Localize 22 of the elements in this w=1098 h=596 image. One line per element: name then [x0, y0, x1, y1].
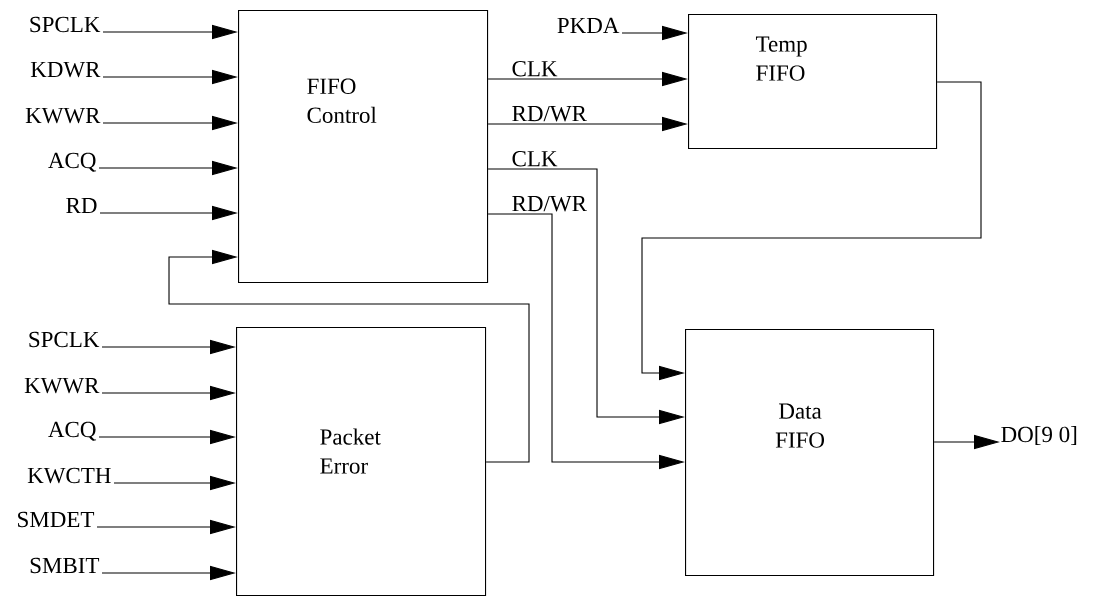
- signal-name: DO[9 0]: [1001, 426, 1077, 446]
- signal-name: KWCTH: [27, 467, 111, 484]
- signal-name: ACQ: [48, 152, 97, 172]
- block-box: Temp FIFO: [688, 14, 938, 150]
- signal-name: RD: [66, 197, 97, 214]
- edge-label: RD/WR: [512, 195, 587, 212]
- signal-name: SPCLK: [30, 16, 101, 33]
- signal-name: SMDET: [18, 511, 95, 528]
- signal-name: SPCLK: [29, 331, 100, 348]
- block-box: Packet Error: [236, 327, 487, 596]
- signal-name: SMBIT: [30, 557, 100, 574]
- edge-label: CLK: [512, 151, 558, 167]
- signal-name: KWWR: [25, 107, 101, 124]
- block-box: FIFO Control: [238, 10, 489, 284]
- signal-name: KDWR: [30, 61, 101, 78]
- signal-name: PKDA: [557, 17, 620, 34]
- arrow: [168, 249, 530, 463]
- signal-name: KWWR: [24, 377, 100, 394]
- edge-label: RD/WR: [512, 105, 587, 122]
- signal-name: ACQ: [48, 421, 97, 441]
- edge-label: CLK: [512, 61, 558, 77]
- block-box: Data FIFO: [685, 329, 935, 577]
